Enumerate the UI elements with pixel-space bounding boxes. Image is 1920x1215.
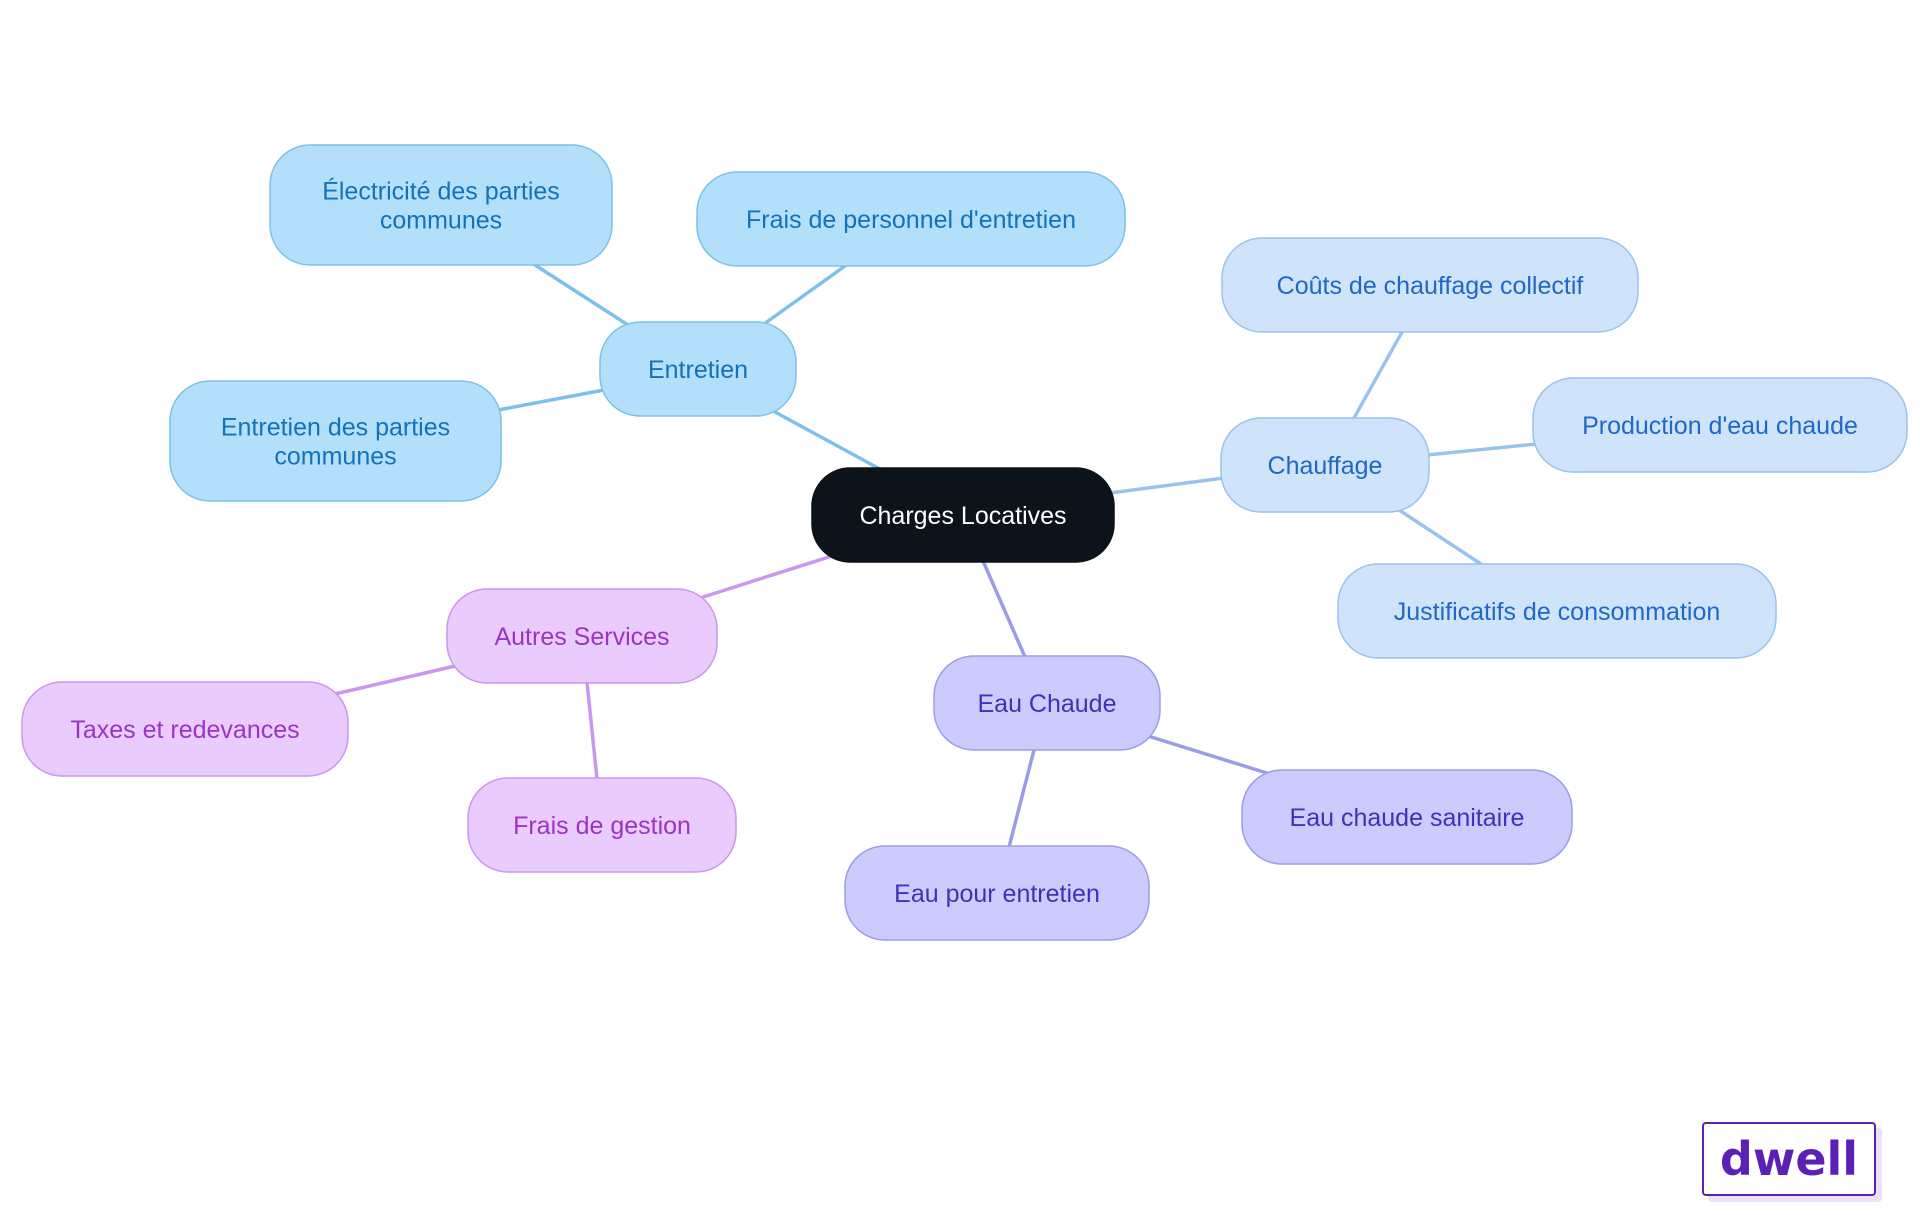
node-eau-chaude-box [933, 655, 1161, 751]
edge-root-to-autres [698, 554, 834, 600]
node-gestion-label: Frais de gestion [513, 812, 691, 840]
node-electricite-label-line-1: Électricité des parties [322, 177, 560, 206]
edge-root-to-entretien [773, 410, 880, 470]
node-root-label: Charges Locatives [859, 502, 1066, 530]
node-chauffage-label: Chauffage [1268, 452, 1383, 480]
edge-root-to-eau-chaude [981, 559, 1027, 659]
node-parties-communes-box [169, 380, 502, 502]
node-chauffage: Chauffage [1220, 417, 1430, 513]
node-eau-chaude-label: Eau Chaude [977, 690, 1116, 718]
node-collectif-label: Coûts de chauffage collectif [1277, 272, 1584, 300]
node-production: Production d'eau chaude [1532, 377, 1908, 473]
node-collectif: Coûts de chauffage collectif [1221, 237, 1639, 333]
logo-text: dwell [1719, 1132, 1859, 1186]
edge-entretien-to-parties-communes [496, 388, 606, 412]
edge-entretien-to-electricite [533, 263, 630, 327]
edge-eau-chaude-to-eau-entretien [1007, 748, 1036, 849]
mindmap-edges [333, 263, 1538, 849]
node-personnel-box [696, 171, 1126, 267]
node-production-label: Production d'eau chaude [1582, 412, 1858, 440]
node-sanitaire-label: Eau chaude sanitaire [1290, 804, 1525, 832]
node-autres-label: Autres Services [494, 623, 669, 651]
node-collectif-box [1221, 237, 1639, 333]
node-taxes-box [21, 681, 349, 777]
node-personnel: Frais de personnel d'entretien [696, 171, 1126, 267]
node-entretien-box [599, 321, 797, 417]
edge-chauffage-to-production [1425, 442, 1538, 457]
node-sanitaire: Eau chaude sanitaire [1241, 769, 1573, 865]
node-electricite-box [269, 144, 613, 266]
edge-entretien-to-personnel [762, 264, 847, 326]
node-parties-communes-label-line-1: Entretien des parties [221, 414, 450, 442]
node-justificatifs-label: Justificatifs de consommation [1394, 598, 1721, 626]
dwell-logo: dwell [1702, 1122, 1876, 1196]
node-eau-chaude: Eau Chaude [933, 655, 1161, 751]
node-sanitaire-box [1241, 769, 1573, 865]
node-justificatifs-box [1337, 563, 1777, 659]
node-gestion: Frais de gestion [467, 777, 737, 873]
node-gestion-box [467, 777, 737, 873]
edge-root-to-chauffage [1108, 476, 1226, 495]
node-root: Charges Locatives [811, 467, 1115, 563]
node-chauffage-box [1220, 417, 1430, 513]
node-parties-communes-label-line-2: communes [274, 443, 396, 471]
edge-chauffage-to-collectif [1352, 330, 1404, 420]
node-taxes: Taxes et redevances [21, 681, 349, 777]
node-eau-entretien: Eau pour entretien [844, 845, 1150, 941]
edge-autres-to-taxes [333, 664, 457, 696]
node-production-box [1532, 377, 1908, 473]
edge-eau-chaude-to-sanitaire [1146, 734, 1272, 776]
node-taxes-label: Taxes et redevances [70, 716, 299, 744]
node-entretien-label: Entretien [648, 356, 748, 384]
node-autres-box [446, 588, 718, 684]
node-eau-entretien-box [844, 845, 1150, 941]
node-justificatifs: Justificatifs de consommation [1337, 563, 1777, 659]
edge-autres-to-gestion [585, 680, 599, 781]
node-entretien: Entretien [599, 321, 797, 417]
node-autres: Autres Services [446, 588, 718, 684]
node-root-box [811, 467, 1115, 563]
node-personnel-label: Frais de personnel d'entretien [746, 206, 1076, 234]
node-electricite-label-line-2: communes [380, 207, 502, 235]
edge-chauffage-to-justificatifs [1394, 506, 1486, 568]
node-eau-entretien-label: Eau pour entretien [894, 880, 1100, 908]
